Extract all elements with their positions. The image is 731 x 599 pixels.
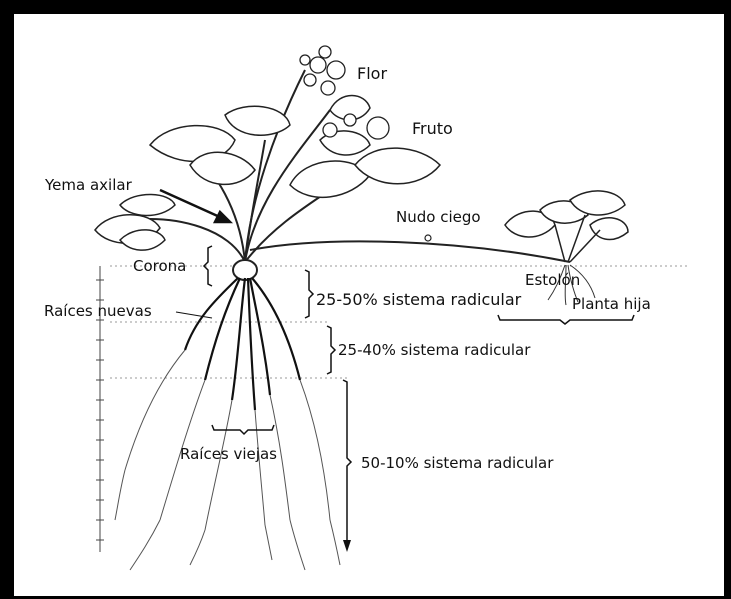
bracket-50-10-arrowhead xyxy=(343,540,351,552)
bracket-25-50 xyxy=(305,270,313,318)
bracket-50-10 xyxy=(343,380,351,545)
label-planta-hija: Planta hija xyxy=(572,297,651,312)
frame-left-border xyxy=(0,0,14,599)
label-raices-viejas: Raíces viejas xyxy=(180,447,277,462)
planta-hija-bracket xyxy=(498,315,634,324)
label-flor: Flor xyxy=(357,66,387,82)
flowers xyxy=(300,46,345,95)
label-sistema-25-50: 25-50% sistema radicular xyxy=(316,292,521,308)
label-corona: Corona xyxy=(133,259,186,274)
label-estolon: Estolón xyxy=(525,273,580,288)
nudo-ciego-node xyxy=(425,235,431,241)
new-roots xyxy=(185,278,300,410)
bracket-25-40 xyxy=(327,326,335,374)
label-sistema-50-10: 50-10% sistema radicular xyxy=(361,456,553,471)
raices-viejas-bracket xyxy=(212,425,274,434)
crown xyxy=(233,260,257,280)
label-yema-axilar: Yema axilar xyxy=(45,178,132,193)
stolon xyxy=(250,241,570,262)
daughter-plant xyxy=(505,191,628,262)
frame-top-border xyxy=(0,0,731,14)
frame-right-border xyxy=(724,0,731,599)
label-raices-nuevas: Raíces nuevas xyxy=(44,304,152,319)
label-fruto: Fruto xyxy=(412,121,453,137)
mother-plant-leaves xyxy=(95,96,440,251)
label-nudo-ciego: Nudo ciego xyxy=(396,210,481,225)
raices-nuevas-pointer xyxy=(176,312,212,318)
label-sistema-25-40: 25-40% sistema radicular xyxy=(338,343,530,358)
